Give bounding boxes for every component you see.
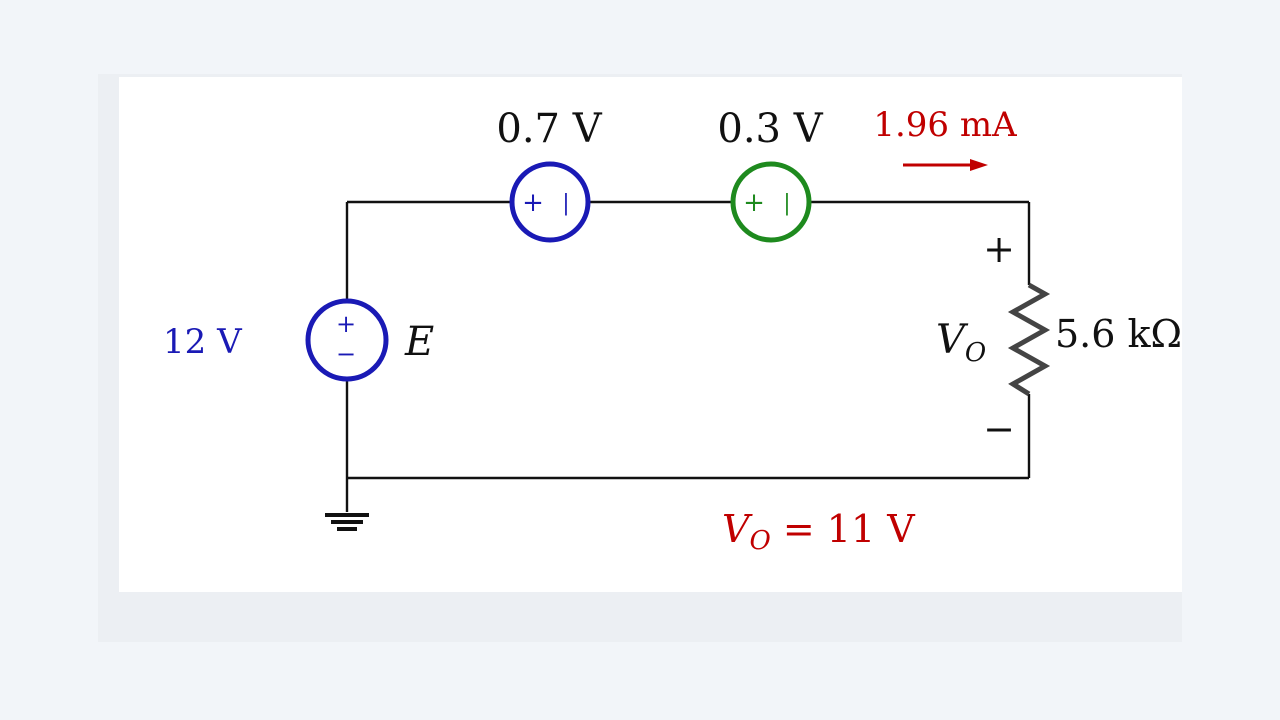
- output-subscript: O: [965, 338, 986, 368]
- resistor-minus-sign: −: [983, 407, 1015, 451]
- diode-2: + |: [730, 161, 812, 243]
- result-symbol: V: [722, 507, 753, 551]
- wires: [345, 200, 1031, 512]
- result-subscript: O: [749, 526, 770, 556]
- ground-icon: [325, 513, 369, 531]
- current-arrow-icon: [903, 159, 988, 171]
- diode-1-plus-sign: +: [522, 188, 544, 218]
- output-voltage-label: VO: [936, 317, 986, 368]
- result-rest: = 11 V: [771, 507, 915, 551]
- source-plus-sign: +: [336, 310, 356, 338]
- source-minus-sign: −: [336, 340, 356, 368]
- diode-1: + |: [509, 161, 591, 243]
- diode-2-minus-sign: |: [783, 191, 790, 216]
- current-label: 1.96 mA: [873, 105, 1017, 145]
- diagram-card: [119, 77, 1182, 592]
- diode-2-plus-sign: +: [743, 188, 765, 218]
- source-e: + −: [305, 298, 389, 382]
- resistor-plus-sign: +: [983, 227, 1015, 271]
- output-symbol: V: [936, 317, 969, 363]
- resistor-value-label: 5.6 kΩ: [1055, 312, 1182, 356]
- diode-1-minus-sign: |: [562, 191, 569, 216]
- output-result-label: VO = 11 V: [722, 507, 915, 556]
- source-voltage-label: 12 V: [163, 322, 243, 362]
- diode-1-voltage-label: 0.7 V: [496, 106, 602, 152]
- diode-2-voltage-label: 0.3 V: [717, 106, 823, 152]
- source-name-label: E: [404, 319, 434, 365]
- resistor: [1007, 282, 1051, 397]
